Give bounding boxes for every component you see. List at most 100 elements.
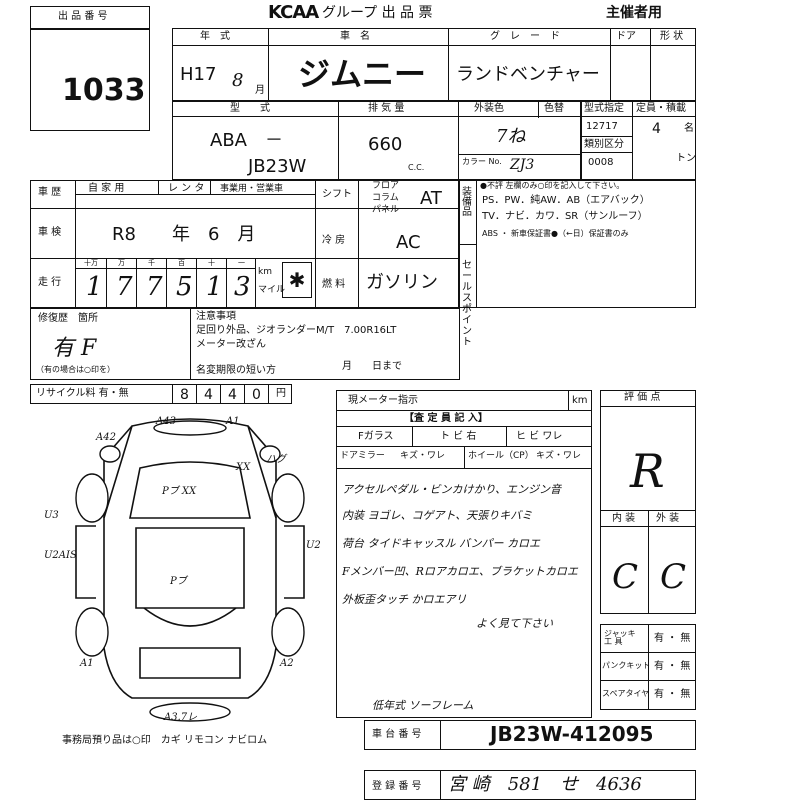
- history-opt-business: 事業用・営業車: [220, 184, 284, 194]
- inspector-title: 【査 定 員 記 入】: [404, 413, 488, 424]
- diagram-mark-u3: U3: [44, 510, 59, 521]
- month-unit: 月: [255, 85, 265, 96]
- digit-label-2: 万: [118, 259, 125, 267]
- type-label: 型 式: [230, 103, 270, 114]
- diagram-mark-pb: Pブ: [169, 575, 189, 587]
- diagram-mark-a3-7re: A3.7レ: [163, 712, 197, 723]
- fuel-label: 燃 料: [322, 279, 346, 290]
- designation-label: 型式指定: [584, 103, 624, 114]
- diagram-footer: 事務局預り品は○印 カギ リモコン ナビロム: [62, 735, 268, 746]
- recycle-digit-1: 8: [180, 387, 189, 403]
- equip-line-1: PS．PW．純AW．AB（エアバック）: [482, 195, 650, 206]
- mileage-digit-1: 1: [86, 272, 103, 302]
- recycle-digit-4: 0: [252, 387, 261, 403]
- inspector-note-2: 内装 ヨゴレ、コゲアト、天張りキバミ: [342, 509, 533, 522]
- windshield-label: Fガラス: [358, 431, 394, 442]
- color-label: 外装色: [474, 103, 504, 114]
- meter-unit: km: [572, 395, 588, 406]
- diagram-mark-a42: A42: [95, 432, 116, 443]
- mile-checkbox[interactable]: ✱: [282, 262, 312, 298]
- type-code-2: JB23W: [248, 156, 307, 177]
- recycle-digit-3: 4: [228, 387, 237, 403]
- unit-mile: マイル: [258, 285, 286, 295]
- vehicle-name: ジムニー: [298, 55, 427, 93]
- lot-number: 1033: [62, 73, 146, 108]
- chassis-label: 車 台 番 号: [372, 729, 422, 740]
- repair-value: 有 F: [52, 336, 97, 361]
- name-change-value: 月 日まで: [342, 361, 402, 372]
- special-line-2: メーター改ざん: [196, 339, 266, 350]
- diagram-mark-pb-xx: Pブ XX: [161, 485, 197, 497]
- digit-label-6: 一: [238, 259, 245, 267]
- inspector-note-3: 荷台 タイドキャッスル バンパー カロエ: [342, 537, 541, 550]
- designation-value: 12717: [586, 121, 618, 132]
- shift-label: シフト: [322, 189, 352, 200]
- diagram-mark-a43: A43: [155, 416, 176, 427]
- color-change-label: 色替: [544, 103, 564, 114]
- windshield-status-1: ト ビ 右: [440, 431, 477, 442]
- equip-note: ●不評 左欄のみ○印を記入して下さい。: [480, 181, 625, 190]
- meter-label: 現メーター指示: [348, 395, 418, 406]
- shift-opt-panel: パネル: [372, 205, 400, 215]
- diagram-mark-a1-left: A1: [79, 658, 94, 669]
- inspector-block: [336, 390, 592, 718]
- puncture-yesno[interactable]: 有 ・ 無: [654, 661, 691, 672]
- fuel-value: ガソリン: [366, 272, 438, 293]
- type-code-1: ABA －: [210, 130, 283, 151]
- jack-yesno[interactable]: 有 ・ 無: [654, 633, 691, 644]
- ac-value: AC: [396, 232, 421, 253]
- interior-grade: C: [612, 557, 639, 597]
- repair-note: （有の場合は○印を）: [36, 365, 115, 374]
- inspector-note-1: アクセルペダル・ビンカけかり、エンジン音: [342, 483, 562, 496]
- diagram-mark-a2: A2: [279, 658, 294, 669]
- capacity-label: 定員・積載: [636, 103, 686, 114]
- form-title: グループ 出 品 票: [322, 5, 433, 21]
- vehicle-block: [172, 28, 696, 180]
- evaluation-score: R: [630, 444, 665, 498]
- inspection-value: R8 年 6 月: [112, 224, 256, 245]
- year-era: H17: [180, 64, 217, 85]
- color-value: 7ね: [496, 126, 526, 147]
- color-no-label: カラー No.: [462, 157, 502, 166]
- wheel-label: ホイール（CP）: [468, 451, 534, 461]
- shape-label: 形 状: [660, 31, 684, 42]
- registration-label: 登 録 番 号: [372, 781, 422, 792]
- displacement-value: 660: [368, 134, 403, 155]
- lot-number-label: 出 品 番 号: [58, 11, 108, 22]
- windshield-status-2: ヒ ビ ワレ: [516, 431, 563, 442]
- evaluation-label: 評 価 点: [624, 392, 661, 403]
- special-line-1: 足回り外品、ジオランダーM/T 7.00R16LT: [196, 325, 397, 336]
- mirror-status: キズ・ワレ: [400, 451, 446, 461]
- history-opt-rental: レ ン タ: [168, 183, 205, 194]
- spare-yesno[interactable]: 有 ・ 無: [654, 689, 691, 700]
- special-label: 注意事項: [196, 311, 236, 322]
- form-role: 主催者用: [606, 5, 662, 21]
- unit-km: km: [258, 267, 272, 277]
- inspector-note-6: よく見て下さい: [476, 617, 553, 630]
- diagram-mark-hag: ハグ: [266, 453, 288, 465]
- recycle-row: [30, 384, 292, 404]
- diagram-mark-a1-top: A1: [225, 416, 240, 427]
- recycle-label: リサイクル料 有・無: [36, 388, 129, 399]
- shift-value: AT: [420, 188, 442, 209]
- digit-label-5: 十: [208, 259, 215, 267]
- spare-label: スペアタイヤ: [602, 689, 650, 698]
- grade-label: グ レ ー ド: [490, 31, 560, 42]
- digit-label-3: 千: [148, 259, 155, 267]
- digit-label-1: 十万: [84, 259, 98, 267]
- exterior-grade: C: [660, 557, 687, 597]
- mileage-digit-4: 5: [176, 272, 193, 302]
- mileage-digit-6: 3: [234, 272, 251, 302]
- repair-label: 修復歴 箇所: [38, 313, 98, 324]
- equip-line-2: TV．ナビ．カワ．SR（サンルーフ）: [482, 211, 648, 222]
- year-label: 年 式: [200, 31, 230, 42]
- history-grid: [30, 180, 696, 308]
- capacity-unit: 名: [684, 123, 694, 134]
- jack-label: ジャッキ 工 具: [604, 629, 636, 646]
- lot-number-box: [30, 6, 150, 131]
- sales-point: セールスポイント: [462, 260, 472, 348]
- ton-unit: トン: [676, 153, 696, 164]
- wheel-status: キズ・ワレ: [536, 451, 582, 461]
- interior-label: 内 装: [612, 513, 636, 524]
- equip-line-3: ABS ・ 新車保証書●（←日）保証書のみ: [482, 229, 629, 238]
